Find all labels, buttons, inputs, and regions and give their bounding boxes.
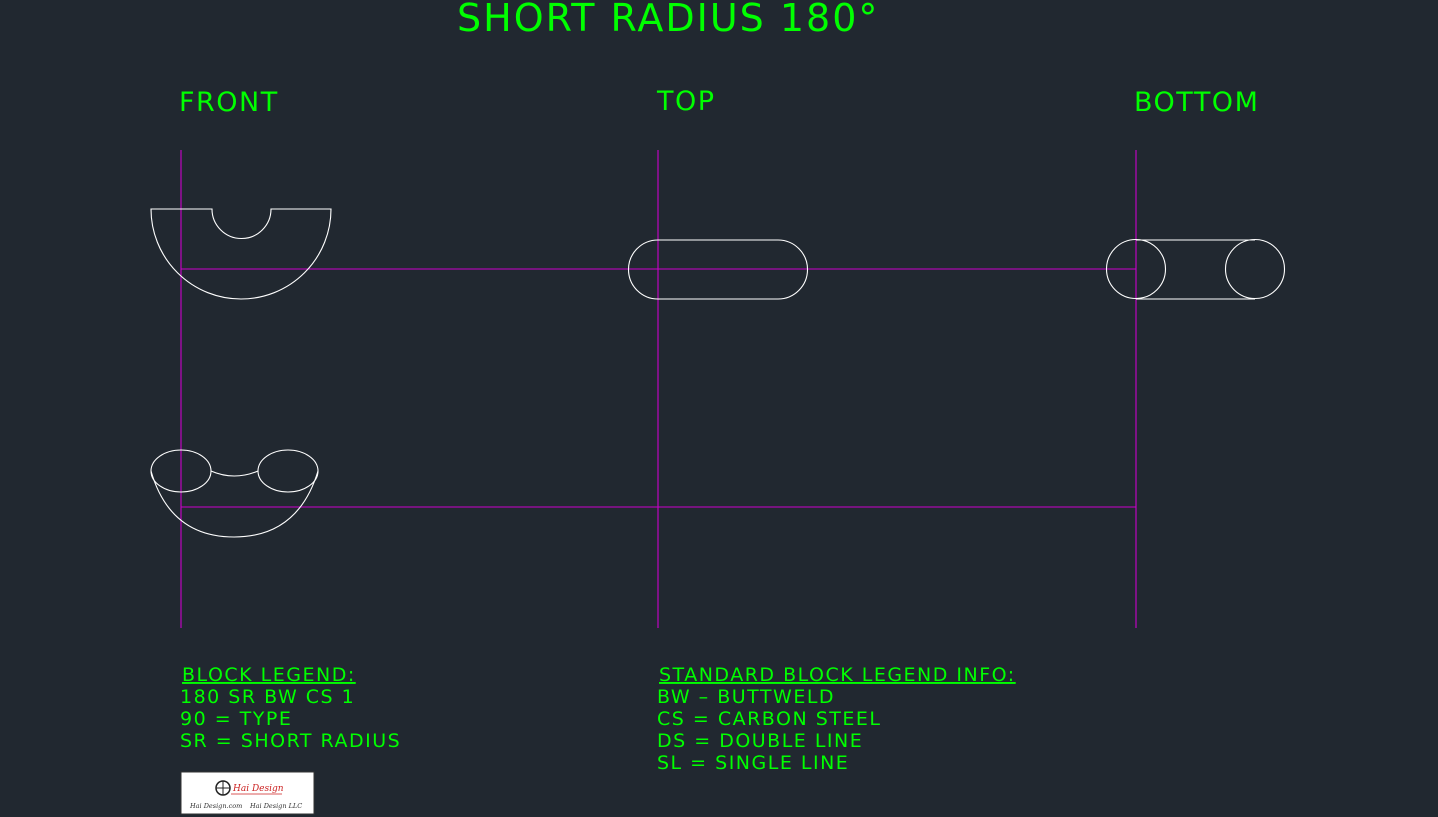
front-view-elbow [150,208,332,300]
logo-globe-cross-icon [216,781,230,795]
standard-legend-heading: STANDARD BLOCK LEGEND INFO: [659,664,1016,686]
company-logo: Hai Design Hai Design.com Hai Design LLC [180,771,315,815]
view-label-bottom: BOTTOM [1134,87,1259,118]
top-elbow-outline [628,239,808,300]
standard-legend-line-1: BW – BUTTWELD [657,686,835,708]
construction-lines [180,150,1137,628]
view-label-top: TOP [656,86,716,117]
view-label-front: FRONT [179,87,279,118]
bottom-tangent-lines [1136,239,1255,300]
block-legend-line-1: 180 SR BW CS 1 [180,686,355,708]
isometric-view-elbow [150,449,319,538]
iso-outer-arc [150,470,319,538]
logo-frame [180,771,315,815]
logo-footer-left: Hai Design.com [189,802,242,810]
bottom-view-elbow [1105,238,1286,300]
logo-brand-text: Hai Design [232,784,284,794]
standard-legend-line-3: DS = DOUBLE LINE [657,730,863,752]
standard-legend-line-2: CS = CARBON STEEL [657,708,881,730]
standard-legend-line-4: SL = SINGLE LINE [657,752,849,774]
standard-legend: STANDARD BLOCK LEGEND INFO: BW – BUTTWEL… [657,664,1016,774]
block-legend-line-2: 90 = TYPE [180,708,292,730]
iso-inner-saddle [210,470,259,477]
block-legend: BLOCK LEGEND: 180 SR BW CS 1 90 = TYPE S… [180,664,401,752]
iso-end-ellipse-right [257,449,319,493]
block-legend-heading: BLOCK LEGEND: [182,664,356,686]
logo-footer-right: Hai Design LLC [249,802,302,810]
block-legend-line-3: SR = SHORT RADIUS [180,730,401,752]
drawing-title: SHORT RADIUS 180° [457,0,879,40]
top-view-elbow [628,239,808,300]
front-elbow-profile [150,208,332,300]
bottom-end-circle-right [1224,238,1286,300]
